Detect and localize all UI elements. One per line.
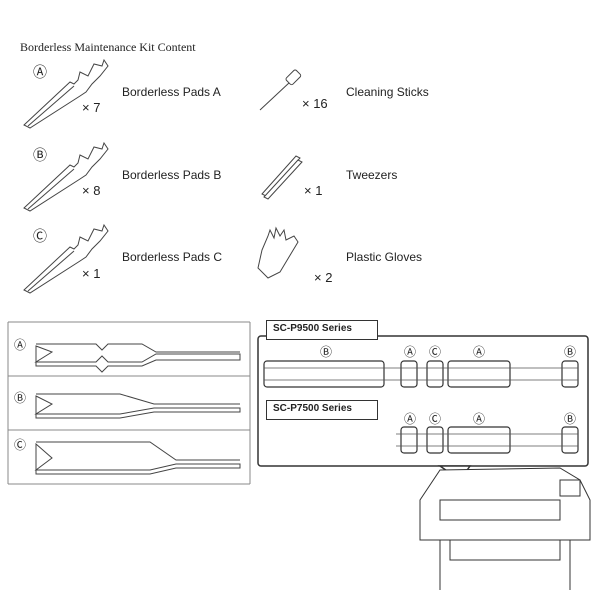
kit-title: Borderless Maintenance Kit Content xyxy=(20,40,196,54)
slot-b-9500-left xyxy=(263,360,385,388)
label-tweezers: Tweezers xyxy=(346,168,398,182)
label-cleaning-sticks: Cleaning Sticks xyxy=(346,85,429,99)
label-pads-a: Borderless Pads A xyxy=(122,85,221,99)
pad-a-illustration xyxy=(23,58,109,129)
marker-9500-a: Ⓐ xyxy=(473,345,486,359)
slot-a-7500 xyxy=(447,426,511,454)
label-pads-c: Borderless Pads C xyxy=(122,250,223,264)
glove-illustration xyxy=(257,226,299,279)
slot-a-7500-small xyxy=(400,426,418,454)
qty-cleaning-sticks: × 16 xyxy=(302,96,328,111)
strip-9500-detail xyxy=(264,367,578,381)
slot-a-9500 xyxy=(447,360,511,388)
qty-pads-a: × 7 xyxy=(82,100,101,115)
callout-panel xyxy=(257,335,589,467)
label-pads-b: Borderless Pads B xyxy=(122,168,222,182)
qty-pads-c: × 1 xyxy=(82,266,101,281)
pad-c-illustration xyxy=(23,223,109,294)
qty-pads-b: × 8 xyxy=(82,183,101,198)
pad-b-illustration xyxy=(23,141,109,212)
marker-7500-c: Ⓒ xyxy=(429,412,442,426)
pad-b-outline xyxy=(34,395,241,419)
pad-a-outline-body xyxy=(36,343,240,353)
marker-a: Ⓐ xyxy=(33,64,47,80)
slot-b-7500-right xyxy=(561,426,579,454)
printer-illustration xyxy=(419,467,591,590)
pad-c-outline xyxy=(34,442,241,475)
slot-c-9500 xyxy=(426,360,444,388)
outline-marker-c: Ⓒ xyxy=(14,438,27,452)
marker-9500-b-left: Ⓑ xyxy=(320,345,333,359)
marker-9500-b-right: Ⓑ xyxy=(564,345,577,359)
outline-marker-a: Ⓐ xyxy=(14,338,27,352)
marker-c: Ⓒ xyxy=(33,228,47,244)
series-label-7500: SC-P7500 Series xyxy=(266,400,378,420)
qty-tweezers: × 1 xyxy=(304,183,323,198)
cleaning-stick-illustration xyxy=(259,69,302,111)
qty-plastic-gloves: × 2 xyxy=(314,270,333,285)
slot-a-9500-small xyxy=(400,360,418,388)
outline-marker-b: Ⓑ xyxy=(14,391,27,405)
tweezers-illustration xyxy=(261,155,303,200)
strip-7500-detail xyxy=(396,433,578,447)
marker-7500-b-right: Ⓑ xyxy=(564,412,577,426)
slot-c-7500 xyxy=(426,426,444,454)
marker-7500-a-small: Ⓐ xyxy=(404,412,417,426)
pad-b-outline-body xyxy=(36,393,240,405)
marker-9500-a-small: Ⓐ xyxy=(404,345,417,359)
marker-7500-a: Ⓐ xyxy=(473,412,486,426)
pad-outline-panel xyxy=(7,321,251,485)
label-plastic-gloves: Plastic Gloves xyxy=(346,250,423,264)
pad-a-outline xyxy=(34,345,241,373)
marker-9500-c: Ⓒ xyxy=(429,345,442,359)
pad-c-outline-body xyxy=(36,441,240,461)
marker-b: Ⓑ xyxy=(33,147,47,163)
series-label-9500: SC-P9500 Series xyxy=(266,320,378,340)
slot-b-9500-right xyxy=(561,360,579,388)
